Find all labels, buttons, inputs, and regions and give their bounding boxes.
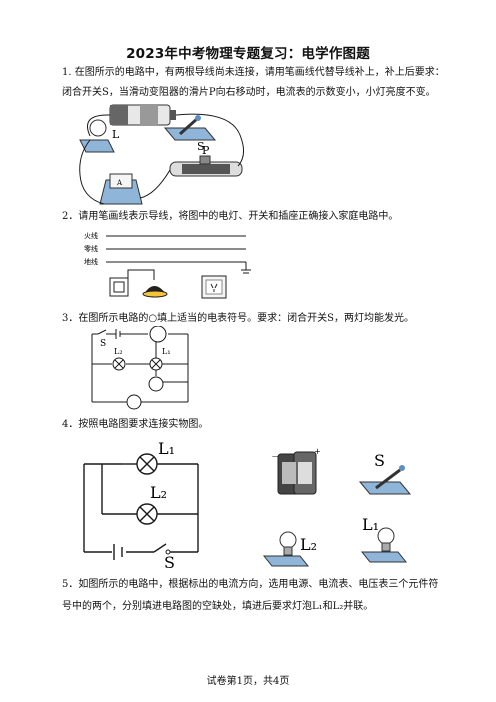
wall-switch-icon — [109, 277, 129, 297]
live-wire-label: 火线 — [84, 231, 98, 240]
page-title: 2023年中考物理专题复习：电学作图题 — [126, 46, 370, 62]
meter-slot-top[interactable] — [149, 326, 167, 343]
meter-slot-bottom[interactable] — [126, 394, 142, 410]
slider-label-p: P — [202, 144, 210, 157]
question-1-line-1: 1. 在图所示的电路中，有两根导线尚未连接，请用笔画线代替导线补上，补上后要求： — [62, 67, 445, 78]
svg-text:—: — — [272, 452, 279, 460]
page-footer: 试卷第1页，共4页 — [206, 676, 290, 687]
socket-icon — [201, 275, 227, 299]
ground-symbol-icon — [241, 262, 251, 274]
ground-wire-label: 地线 — [84, 257, 98, 266]
ammeter-icon: A — [99, 173, 143, 205]
lamp-icon — [79, 119, 115, 153]
lamp-l2-label: L₂ — [150, 483, 167, 502]
lamp-l2-label-right: L₂ — [300, 535, 317, 554]
switch-label-s: S — [197, 140, 205, 153]
ceiling-lamp-icon — [142, 286, 168, 298]
question-3-text: 3．在图所示电路的○填上适当的电表符号。要求：闭合开关S，两灯均能发光。 — [62, 313, 414, 324]
lamp-l2-icon — [136, 503, 158, 525]
battery-icon: — + — [272, 447, 321, 495]
rheostat-icon — [169, 155, 243, 177]
svg-text:+: + — [314, 447, 321, 456]
lamp-l1-label-right: L₁ — [362, 515, 379, 534]
knife-switch-icon — [358, 465, 412, 495]
switch-label-s: S — [164, 553, 175, 570]
question-1-figure: S L P A — [79, 104, 244, 205]
svg-text:A: A — [116, 179, 123, 187]
neutral-wire-label: 零线 — [84, 244, 98, 253]
question-4-physical-components: — + S L₂ L₁ — [262, 447, 412, 567]
switch-icon — [163, 115, 217, 141]
lamp-l1-holder-icon — [360, 527, 408, 563]
lamp-l2-label: L₂ — [114, 347, 123, 356]
meter-slot-middle[interactable] — [148, 376, 164, 392]
lamp-l1-icon — [136, 453, 158, 475]
lamp-wire — [127, 269, 155, 280]
lamp-l2-icon — [112, 357, 126, 371]
switch-label-s-right: S — [374, 451, 385, 470]
question-3-figure: S L₂ L₁ — [91, 326, 189, 410]
question-1-line-2: 闭合开关S，当滑动变阻器的滑片P向右移动时，电流表的示数变小，小灯亮度不变。 — [62, 87, 436, 98]
question-2-figure: 火线 零线 地线 — [84, 231, 251, 299]
question-2-text: 2．请用笔画线表示导线，将图中的电灯、开关和插座正确接入家庭电路中。 — [62, 211, 399, 222]
question-4-text: 4．按照电路图要求连接实物图。 — [62, 419, 209, 430]
switch-label-s: S — [100, 339, 106, 349]
battery-icon — [109, 104, 176, 126]
lamp-l2-holder-icon — [262, 531, 310, 567]
question-5-line-2: 号中的两个，分别填进电路图的空缺处，填进后要求灯泡L₁和L₂并联。 — [62, 601, 374, 612]
question-4-circuit-diagram: L₁ L₂ S — [83, 439, 199, 570]
lamp-label-l: L — [112, 128, 120, 141]
lamp-l1-label: L₁ — [158, 439, 175, 458]
lamp-l1-icon — [149, 357, 163, 371]
question-5-line-1: 5．如图所示的电路中，根据标出的电流方向，选用电源、电流表、电压表三个元件符 — [62, 579, 439, 590]
lamp-l1-label: L₁ — [162, 347, 171, 356]
